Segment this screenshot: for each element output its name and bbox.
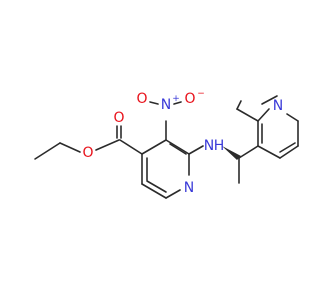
bond-ring-c4-c3 <box>141 139 167 155</box>
bond-pyr-n-c2-inner <box>261 95 278 105</box>
atom-label-amine-h: H <box>214 138 225 154</box>
bond-ch-pyridyl <box>238 145 259 159</box>
bond-c2-amine-n <box>188 145 204 155</box>
bond-nitro-o-left <box>149 101 159 105</box>
bond-pyr-c5-c6-inner <box>279 142 296 153</box>
wedge-stereo-bond <box>222 146 241 160</box>
bond-pyr-c4-c5 <box>257 145 281 159</box>
molecule-diagram: O O N + O O − N N H N <box>34 89 299 199</box>
bond-nitro-o-right <box>173 101 182 105</box>
charge-nitro-minus: − <box>197 89 205 99</box>
bond-ring-c6-c5-inner <box>146 180 167 193</box>
bond-pyr-c3-c2 <box>236 108 259 122</box>
atom-label-pyridyl-n: N <box>273 98 283 114</box>
bond-o-carbonyl-c <box>95 139 120 151</box>
bond-ethyl-ch3-ch2 <box>34 142 61 160</box>
bond-ring-n-c6 <box>165 189 181 199</box>
bond-pyr-c5-c6 <box>279 145 299 159</box>
atom-label-amine-n: N <box>204 138 214 154</box>
bond-pyr-c2-stub <box>236 100 242 110</box>
bond-ethyl-ch2-o <box>59 142 81 153</box>
atom-label-ether-o: O <box>82 145 93 161</box>
structure-canvas: O O N + O O − N N H N <box>34 89 299 199</box>
atom-label-pyridine-n: N <box>184 180 194 196</box>
atom-label-nitro-n: N <box>161 97 171 113</box>
atom-label-nitro-o-right: O <box>184 91 195 107</box>
bond-ring-c3-c2 <box>165 139 190 155</box>
bond-ring-c3-c2-inner <box>169 143 187 155</box>
atom-label-nitro-o-left: O <box>136 91 147 107</box>
charge-nitro-plus: + <box>172 94 180 104</box>
atom-label-carbonyl-o: O <box>113 110 124 126</box>
bond-ring-c6-c5 <box>141 183 167 199</box>
bond-carbonyl-c-ring <box>119 139 143 155</box>
bond-pyr-c1-n <box>286 113 299 122</box>
bond-pyr-n-c2 <box>257 108 270 122</box>
